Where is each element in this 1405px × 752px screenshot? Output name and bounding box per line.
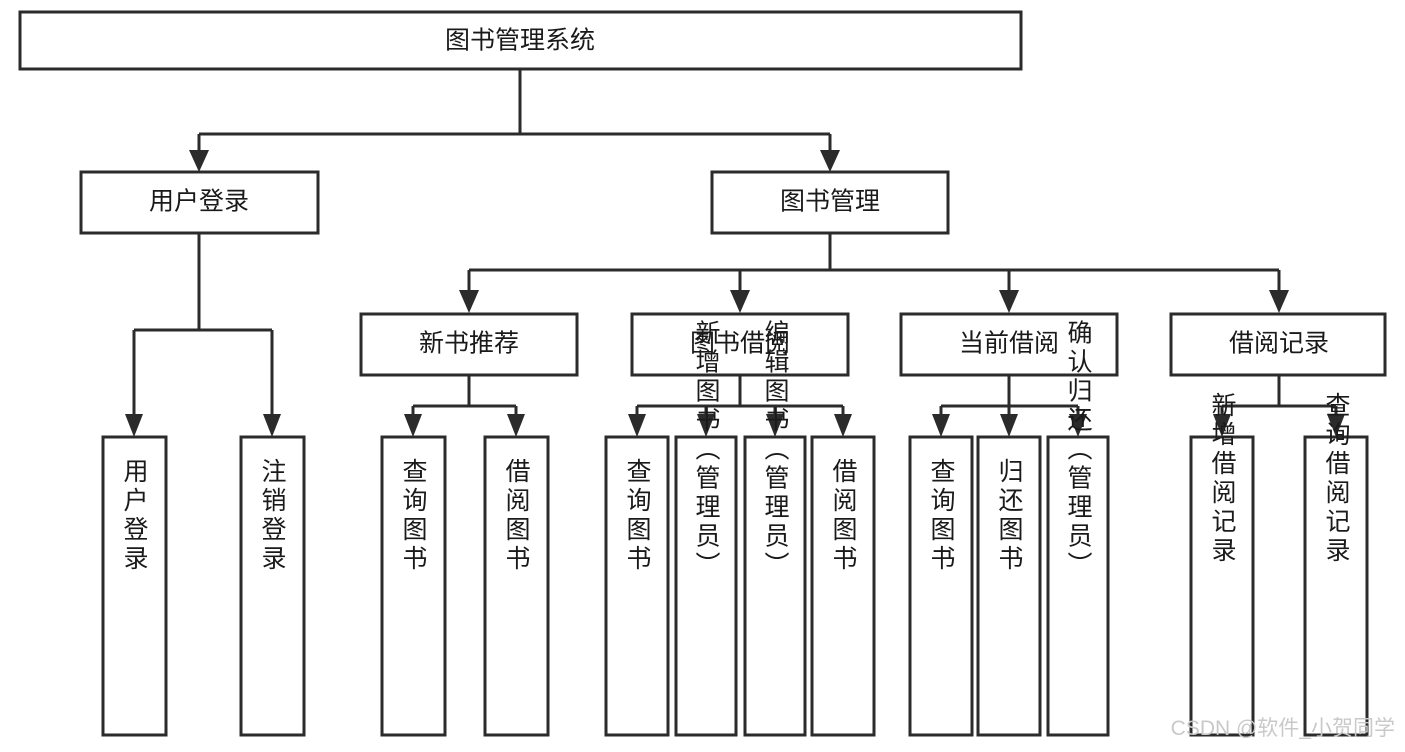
node-leaf-add-book-label: 新增图书（管理员） bbox=[692, 320, 721, 581]
node-leaf-confirm-return-box[interactable] bbox=[1046, 435, 1110, 737]
node-leaf-edit-book[interactable]: 编辑图书（管理员） bbox=[743, 320, 807, 737]
node-user-login-label: 用户登录 bbox=[149, 188, 249, 216]
node-leaf-logout[interactable]: 注销登录 bbox=[239, 435, 306, 737]
node-leaf-add-record-label: 新增借阅记录 bbox=[1208, 392, 1237, 566]
arrow-bb-to-leaf-1 bbox=[628, 414, 646, 437]
node-leaf-add-book-box[interactable] bbox=[674, 435, 738, 737]
node-book-borrow[interactable]: 图书借阅 bbox=[630, 312, 850, 377]
node-leaf-return-book-label: 归还图书 bbox=[995, 458, 1024, 574]
csdn-watermark: CSDN @软件_小贺同学 bbox=[1171, 717, 1395, 740]
node-leaf-query-book-1-box[interactable] bbox=[380, 435, 447, 737]
arrow-bm-to-book-borrow bbox=[730, 290, 750, 313]
node-leaf-query-book-3[interactable]: 查询图书 bbox=[908, 435, 974, 737]
node-current-borrow[interactable]: 当前借阅 bbox=[899, 312, 1119, 377]
node-root-box[interactable] bbox=[18, 10, 1023, 71]
node-current-borrow-box[interactable] bbox=[899, 312, 1119, 377]
arrow-bm-to-borrow-record bbox=[1269, 290, 1289, 313]
node-leaf-return-book-box[interactable] bbox=[976, 435, 1042, 737]
arrow-bm-to-new-book bbox=[459, 290, 479, 313]
node-leaf-borrow-book-1[interactable]: 借阅图书 bbox=[483, 435, 550, 737]
arrow-cb-to-leaf-2 bbox=[1000, 414, 1018, 437]
node-leaf-add-record[interactable]: 新增借阅记录 bbox=[1189, 392, 1255, 737]
node-leaf-return-book[interactable]: 归还图书 bbox=[976, 435, 1042, 737]
node-leaf-confirm-return-label: 确认归还（管理员） bbox=[1064, 320, 1093, 581]
arrow-new-book-to-leaf-2 bbox=[507, 414, 525, 437]
node-leaf-query-book-2[interactable]: 查询图书 bbox=[604, 435, 670, 737]
node-leaf-logout-label: 注销登录 bbox=[258, 458, 287, 574]
node-leaf-user-login-label: 用户登录 bbox=[120, 458, 149, 574]
node-leaf-query-record-box[interactable] bbox=[1303, 435, 1369, 737]
arrow-br-to-leaf-2 bbox=[1327, 414, 1345, 437]
node-leaf-borrow-book-2[interactable]: 借阅图书 bbox=[810, 435, 876, 737]
arrow-root-to-book-management bbox=[820, 150, 840, 172]
node-borrow-record-box[interactable] bbox=[1169, 312, 1387, 377]
node-leaf-query-record-label: 查询借阅记录 bbox=[1322, 392, 1351, 566]
node-user-login-box[interactable] bbox=[79, 170, 320, 235]
node-new-book-recommend-box[interactable] bbox=[359, 312, 579, 377]
node-book-borrow-box[interactable] bbox=[630, 312, 850, 377]
arrow-root-to-user-login bbox=[189, 150, 209, 172]
arrow-br-to-leaf-1 bbox=[1213, 414, 1231, 437]
node-leaf-confirm-return[interactable]: 确认归还（管理员） bbox=[1046, 320, 1110, 737]
node-leaf-borrow-book-1-label: 借阅图书 bbox=[502, 458, 531, 574]
node-leaf-query-record[interactable]: 查询借阅记录 bbox=[1303, 392, 1369, 737]
node-leaf-query-book-1-label: 查询图书 bbox=[399, 458, 428, 574]
node-book-management-box[interactable] bbox=[710, 170, 950, 235]
node-new-book-recommend[interactable]: 新书推荐 bbox=[359, 312, 579, 377]
node-leaf-query-book-1[interactable]: 查询图书 bbox=[380, 435, 447, 737]
node-book-borrow-label: 图书借阅 bbox=[690, 330, 790, 358]
arrow-user-login-to-leaf-2 bbox=[263, 414, 281, 437]
arrow-cb-to-leaf-1 bbox=[932, 414, 950, 437]
node-leaf-query-book-3-box[interactable] bbox=[908, 435, 974, 737]
node-leaf-add-record-box[interactable] bbox=[1189, 435, 1255, 737]
node-current-borrow-label: 当前借阅 bbox=[959, 330, 1059, 358]
node-leaf-borrow-book-1-box[interactable] bbox=[483, 435, 550, 737]
edge-layer bbox=[125, 69, 1345, 437]
node-leaf-edit-book-box[interactable] bbox=[743, 435, 807, 737]
node-leaf-borrow-book-2-box[interactable] bbox=[810, 435, 876, 737]
node-leaf-query-book-2-box[interactable] bbox=[604, 435, 670, 737]
node-root[interactable]: 图书管理系统 bbox=[18, 10, 1023, 71]
arrow-bb-to-leaf-4 bbox=[834, 414, 852, 437]
node-leaf-user-login-box[interactable] bbox=[101, 435, 168, 737]
node-leaf-query-book-2-label: 查询图书 bbox=[623, 458, 652, 574]
arrow-bm-to-current-borrow bbox=[999, 290, 1019, 313]
arrow-new-book-to-leaf-1 bbox=[404, 414, 422, 437]
arrow-bb-to-leaf-2 bbox=[697, 414, 715, 437]
node-leaf-add-book[interactable]: 新增图书（管理员） bbox=[674, 320, 738, 737]
node-leaf-edit-book-label: 编辑图书（管理员） bbox=[761, 320, 790, 581]
node-borrow-record-label: 借阅记录 bbox=[1229, 330, 1329, 358]
node-leaf-query-book-3-label: 查询图书 bbox=[927, 458, 956, 574]
node-new-book-recommend-label: 新书推荐 bbox=[419, 330, 519, 358]
arrow-bb-to-leaf-3 bbox=[766, 414, 784, 437]
node-book-management[interactable]: 图书管理 bbox=[710, 170, 950, 235]
node-leaf-borrow-book-2-label: 借阅图书 bbox=[829, 458, 858, 574]
node-borrow-record[interactable]: 借阅记录 bbox=[1169, 312, 1387, 377]
node-user-login[interactable]: 用户登录 bbox=[79, 170, 320, 235]
node-book-management-label: 图书管理 bbox=[780, 188, 880, 216]
node-leaf-logout-box[interactable] bbox=[239, 435, 306, 737]
node-root-label: 图书管理系统 bbox=[445, 27, 595, 55]
arrow-user-login-to-leaf-1 bbox=[125, 414, 143, 437]
arrow-cb-to-leaf-3 bbox=[1069, 414, 1087, 437]
node-leaf-user-login[interactable]: 用户登录 bbox=[101, 435, 168, 737]
